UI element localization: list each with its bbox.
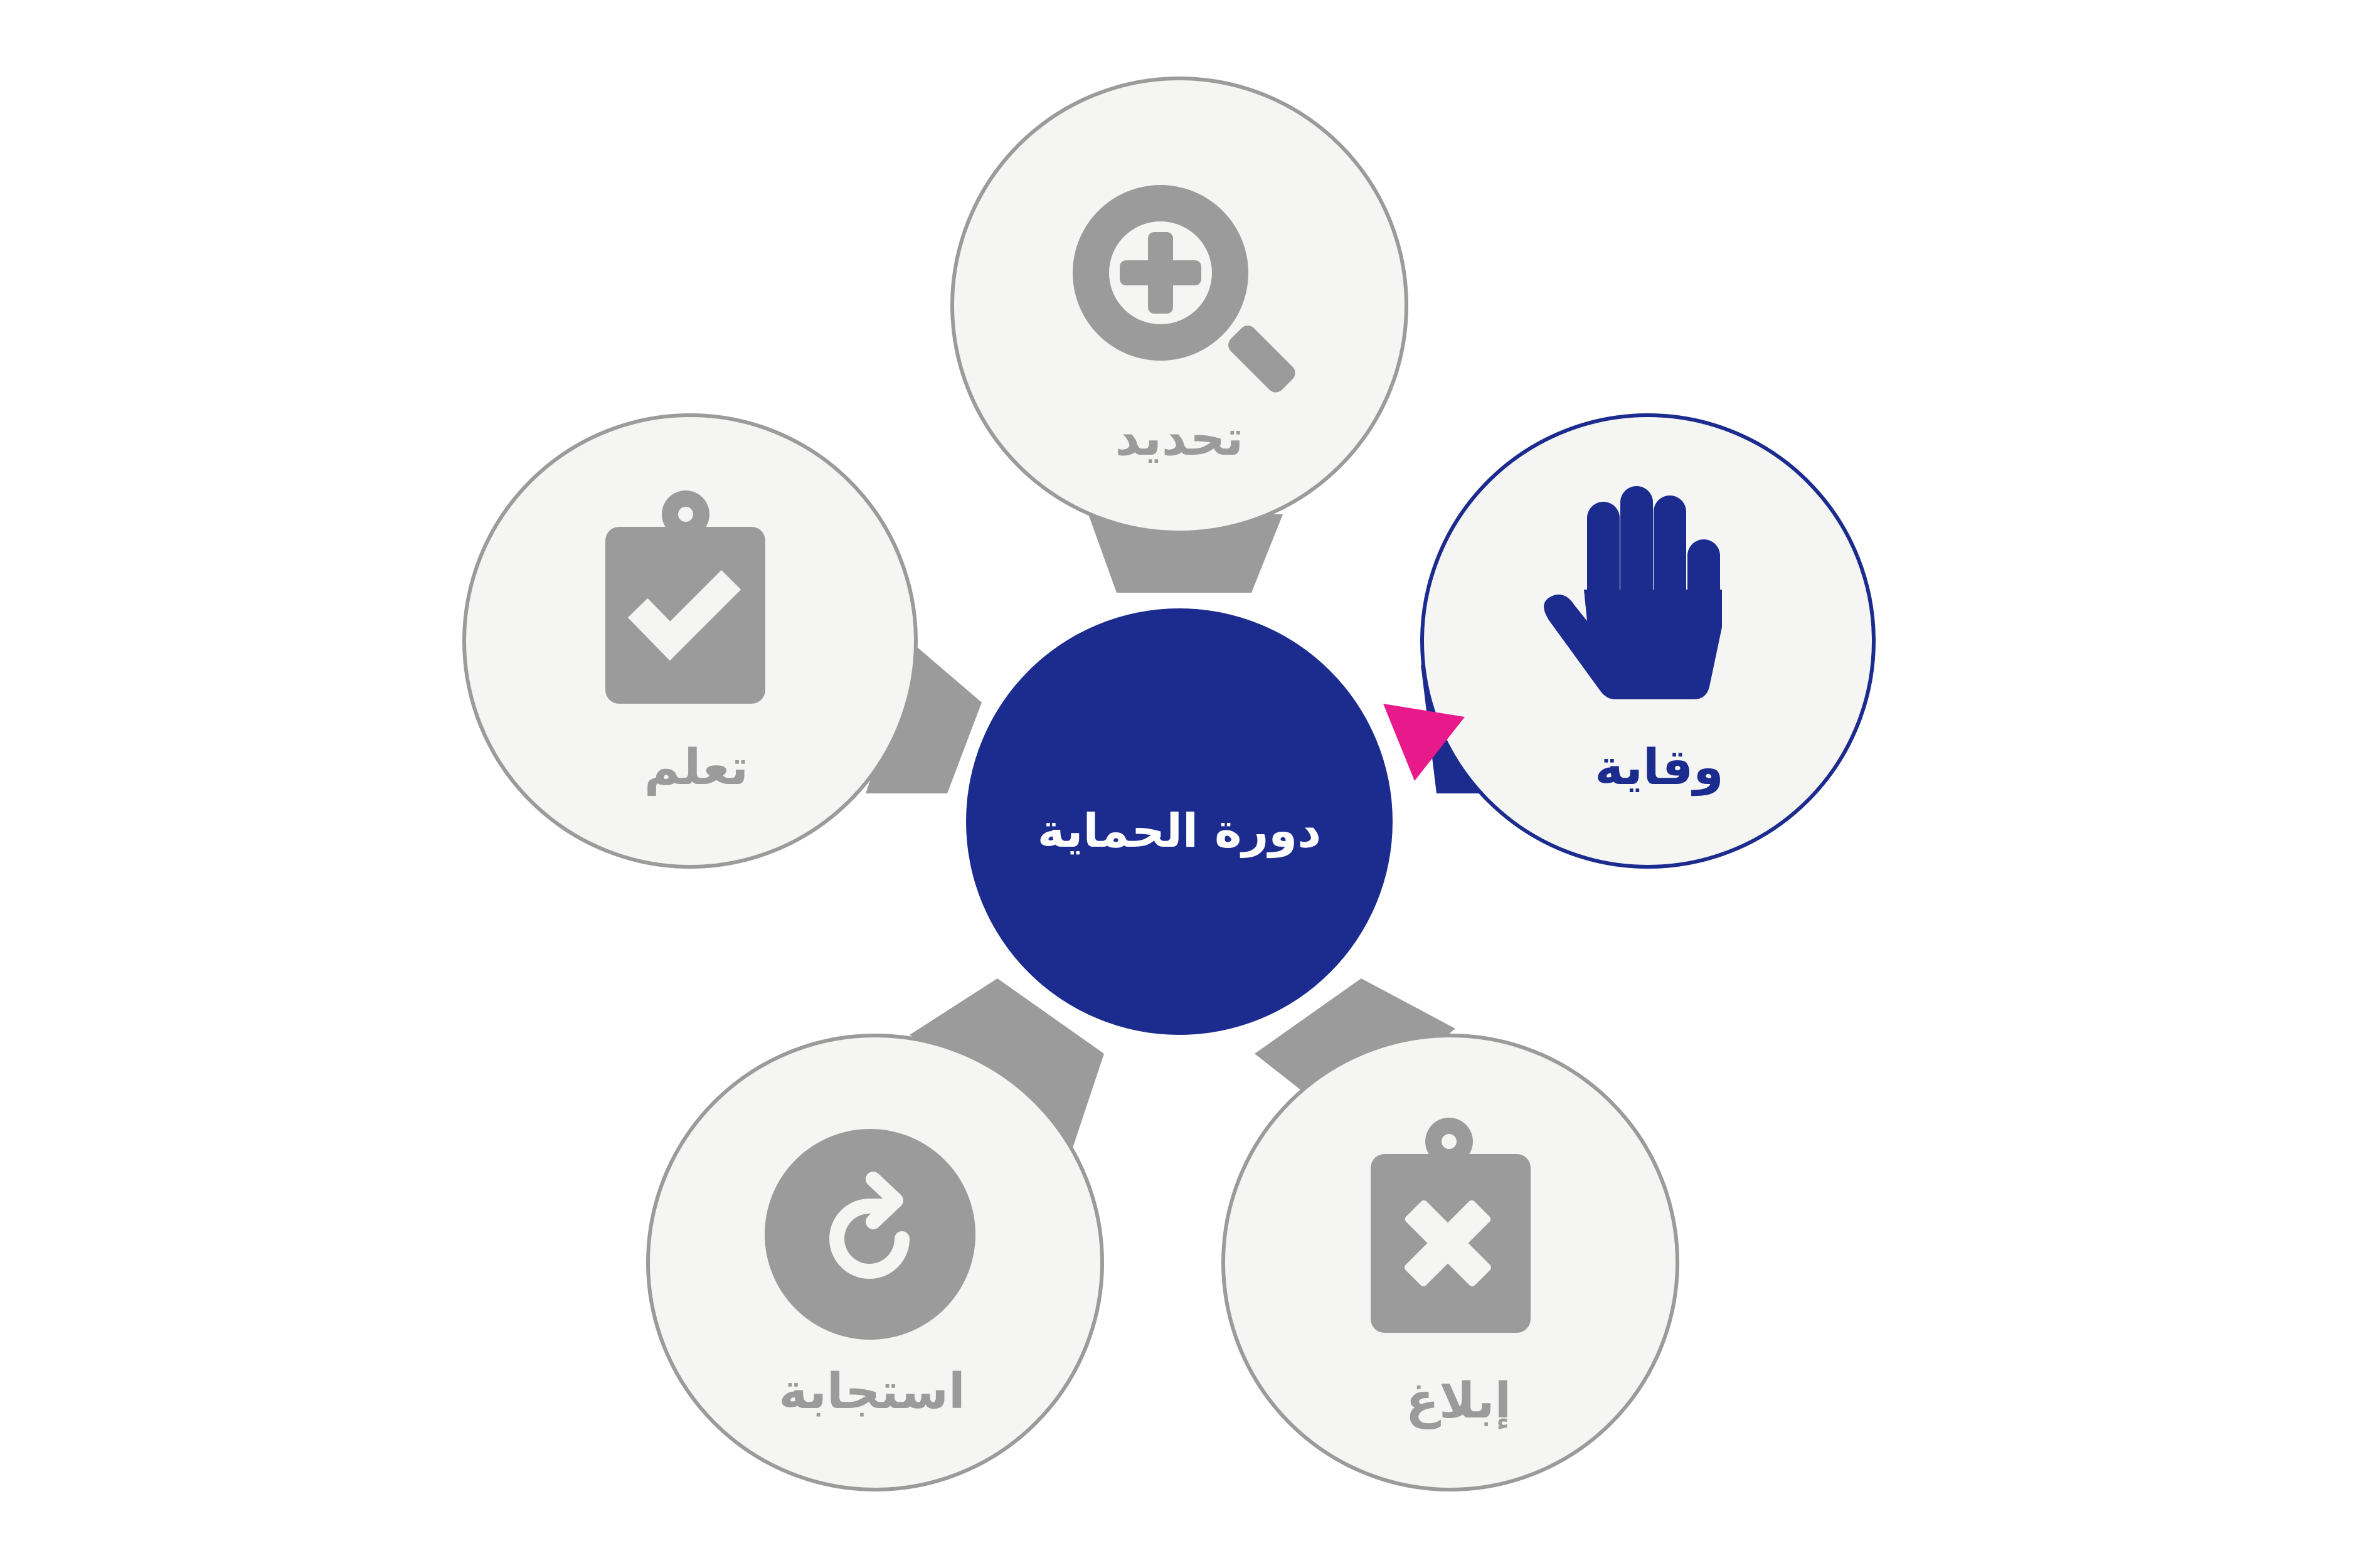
- node-identify[interactable]: تحديد: [950, 77, 1408, 534]
- node-identify-label: تحديد: [1115, 410, 1244, 467]
- connector-learn: [866, 646, 982, 793]
- center-label: دورة الحماية: [1038, 804, 1322, 859]
- magnifier-plus-icon: [1073, 185, 1295, 393]
- hand-stop-icon: [1544, 486, 1722, 699]
- pointer-accent: [1383, 704, 1465, 781]
- node-protect[interactable]: وقاية: [1383, 413, 1876, 869]
- node-learn-label: تعلم: [644, 739, 748, 796]
- center-node: [957, 599, 1402, 1044]
- node-protect-label: وقاية: [1595, 739, 1723, 796]
- connector-respond: [910, 978, 1104, 1148]
- node-respond[interactable]: استجابة: [646, 1034, 1104, 1491]
- node-respond-label: استجابة: [778, 1364, 965, 1420]
- node-report[interactable]: إبلاغ: [1221, 1034, 1679, 1491]
- center-circle: [966, 608, 1393, 1035]
- node-learn[interactable]: تعلم: [462, 413, 918, 869]
- clipboard-check-icon: [605, 490, 765, 704]
- node-report-label: إبلاغ: [1406, 1373, 1512, 1430]
- clipboard-x-icon: [1371, 1118, 1531, 1333]
- refresh-circle-icon: [765, 1129, 975, 1340]
- connector-identify: [1088, 514, 1283, 593]
